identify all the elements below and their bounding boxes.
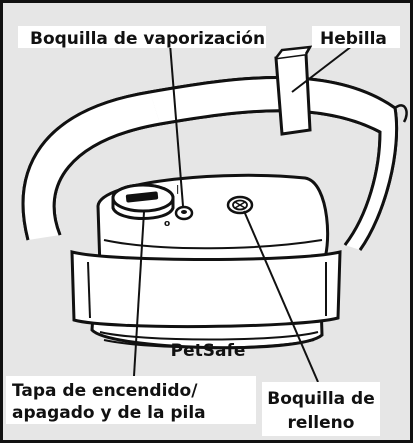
spray-nozzle-leader	[169, 43, 184, 207]
collar-strap-tip	[394, 104, 408, 123]
cap-marker-on: |	[176, 185, 179, 195]
collar-device: | o PetSafe	[70, 173, 342, 361]
refill-nozzle	[226, 195, 254, 215]
cap-leader	[133, 211, 145, 377]
cap-label-bg	[6, 376, 256, 424]
buckle-leader	[291, 45, 353, 93]
cap-label-line2: apagado y de la pila	[12, 403, 206, 423]
spray-nozzle-label: Boquilla de vaporización	[30, 29, 265, 49]
collar-strap-left-band	[23, 92, 160, 240]
spray-nozzle-label-bg	[18, 26, 266, 48]
refill-label-bg	[262, 382, 380, 436]
buckle-label-bg	[312, 26, 400, 48]
refill-label-line1: Boquilla de	[267, 389, 374, 409]
cap-marker-off: o	[164, 219, 170, 229]
spray-nozzle	[174, 205, 194, 221]
brand-logo: PetSafe	[171, 341, 246, 361]
refill-nozzle-leader	[243, 210, 319, 383]
device-strap-band	[70, 250, 342, 329]
buckle	[274, 45, 313, 136]
refill-label-line2: relleno	[288, 413, 355, 433]
cap-label-line1: Tapa de encendido/	[12, 381, 198, 401]
cap-slot-icon	[125, 191, 159, 203]
buckle-label: Hebilla	[320, 29, 387, 49]
